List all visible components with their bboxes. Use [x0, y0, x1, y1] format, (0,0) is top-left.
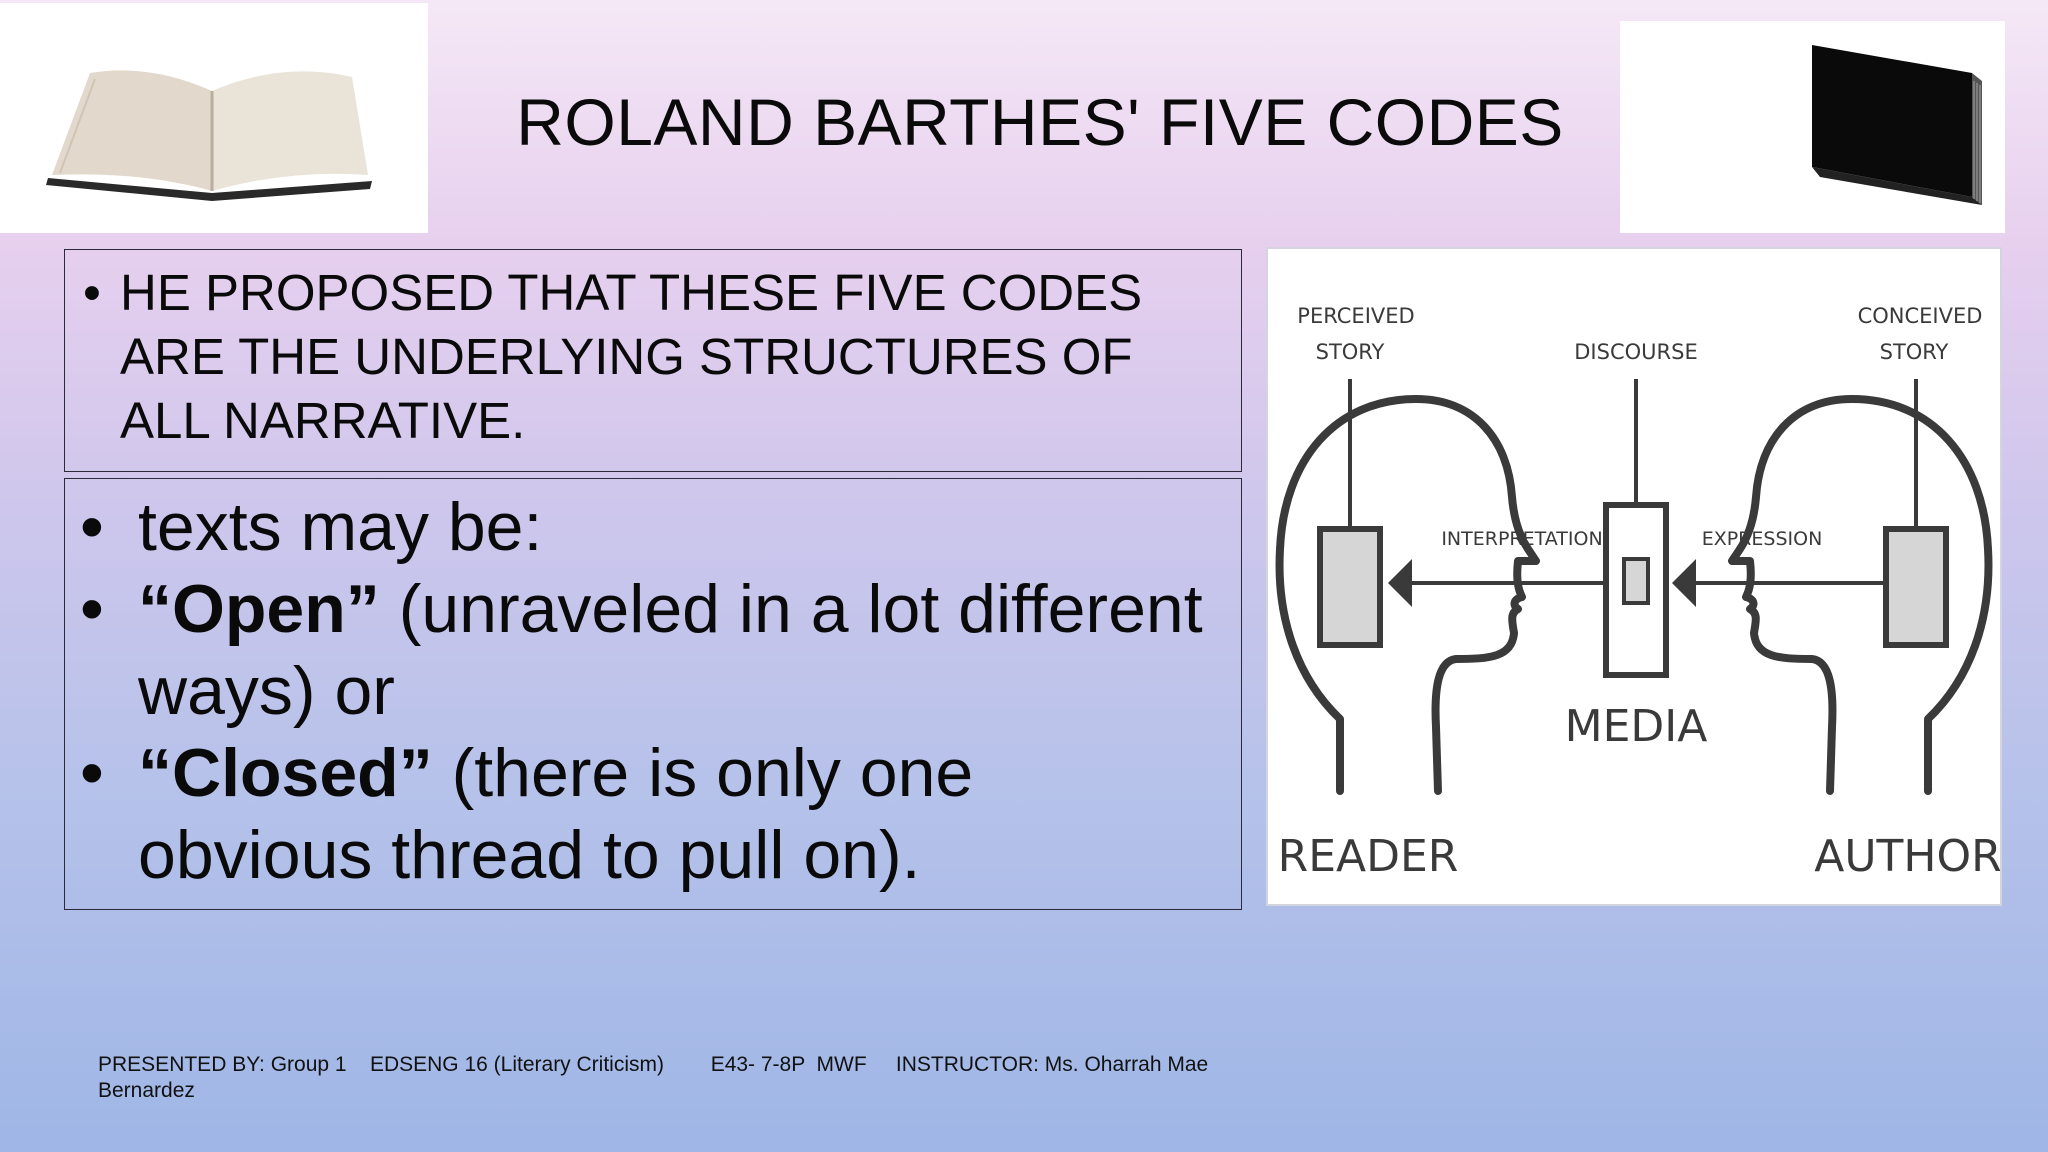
bullet-open: “Open” (unraveled in a lot different way… [80, 568, 1221, 732]
bullet-texts-may-be: texts may be: [80, 486, 1221, 568]
reader-mind-box [1317, 526, 1383, 648]
media-screen-box [1622, 557, 1650, 605]
author-mind-box [1883, 526, 1949, 648]
perceived-story-label: STORY [1316, 340, 1385, 364]
closed-book-image [1620, 21, 2005, 233]
reader-head-outline [1275, 395, 1540, 795]
term-closed: “Closed” [138, 735, 433, 811]
expression-label: EXPRESSION [1702, 528, 1823, 550]
slide-title: ROLAND BARTHES' FIVE CODES [516, 85, 1564, 159]
bullet-text: texts may be: [138, 489, 543, 565]
text-types-list: texts may be: “Open” (unraveled in a lot… [65, 479, 1241, 896]
footer-schedule: E43- 7-8P MWF [710, 1053, 867, 1076]
reader-author-diagram: PERCEIVED STORY DISCOURSE CONCEIVED STOR… [1268, 249, 2000, 904]
diagram-svg: PERCEIVED STORY DISCOURSE CONCEIVED STOR… [1275, 304, 2000, 882]
footer-presented-by: PRESENTED BY: Group 1 [98, 1053, 347, 1076]
perceived-label: PERCEIVED [1297, 304, 1414, 328]
open-book-icon [46, 70, 372, 201]
interpretation-label: INTERPRETATION [1441, 528, 1602, 550]
intro-list: HE PROPOSED THAT THESE FIVE CODES ARE TH… [65, 250, 1241, 453]
reader-label: READER [1278, 831, 1459, 882]
footer-credits: PRESENTED BY: Group 1 EDSENG 16 (Literar… [98, 1052, 1258, 1104]
open-description: (unraveled in a lot different ways) or [138, 571, 1203, 729]
conceived-story-label: STORY [1880, 340, 1949, 364]
intro-bullet: HE PROPOSED THAT THESE FIVE CODES ARE TH… [83, 261, 1221, 453]
author-label: AUTHOR [1814, 831, 2000, 882]
author-head-outline [1728, 395, 1993, 795]
conceived-label: CONCEIVED [1858, 304, 1983, 328]
media-device-box [1603, 502, 1669, 678]
bullet-closed: “Closed” (there is only one obvious thre… [80, 732, 1221, 896]
intro-box: HE PROPOSED THAT THESE FIVE CODES ARE TH… [64, 249, 1242, 472]
media-label: MEDIA [1565, 701, 1708, 752]
open-book-image [0, 3, 428, 233]
footer-course: EDSENG 16 (Literary Criticism) [369, 1053, 664, 1076]
interpretation-arrowhead [1388, 559, 1412, 607]
footer-instructor: INSTRUCTOR: Ms. Oharrah Mae Bernardez [98, 1053, 1215, 1102]
term-open: “Open” [138, 571, 380, 647]
text-types-box: texts may be: “Open” (unraveled in a lot… [64, 478, 1242, 910]
discourse-label: DISCOURSE [1574, 340, 1697, 364]
closed-book-icon [1812, 45, 1982, 205]
closed-description: (there is only one obvious thread to pul… [138, 735, 974, 893]
expression-arrowhead [1672, 559, 1696, 607]
